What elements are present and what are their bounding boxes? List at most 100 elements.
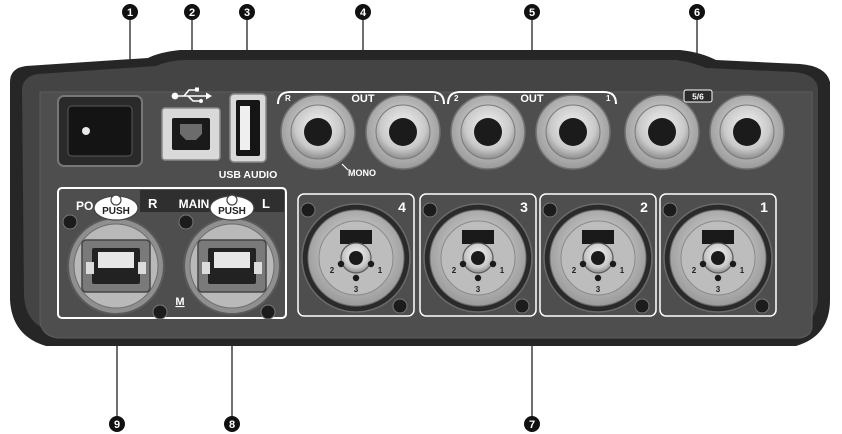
xlr-pin-3-label: 3 bbox=[716, 285, 721, 294]
callout-number: 3 bbox=[244, 7, 250, 19]
combo-latch-slot bbox=[582, 230, 614, 244]
ethercon-port-main[interactable] bbox=[183, 217, 281, 315]
combo-input-4[interactable]: 2 1 3 4 bbox=[297, 193, 415, 317]
combo-channel-label: 2 bbox=[640, 199, 648, 215]
combo-latch-slot bbox=[340, 230, 372, 244]
xlr-pin-1-label: 1 bbox=[620, 266, 625, 275]
combo-frame bbox=[419, 193, 537, 317]
callout-5: 5 bbox=[524, 4, 540, 20]
screw-icon bbox=[300, 202, 316, 218]
push-left-label: PUSH bbox=[102, 206, 130, 217]
screw-icon bbox=[514, 298, 530, 314]
screw-icon bbox=[542, 202, 558, 218]
combo-frame bbox=[539, 193, 657, 317]
xlr-pin-1-label: 1 bbox=[500, 266, 505, 275]
xlr-pin-hole bbox=[474, 274, 482, 282]
xlr-pin-2-label: 2 bbox=[452, 266, 457, 275]
push-tab-right[interactable] bbox=[209, 194, 255, 221]
callout-number: 5 bbox=[529, 7, 535, 19]
usb-audio-label: USB AUDIO bbox=[219, 169, 278, 181]
xlr-pin-2-label: 2 bbox=[572, 266, 577, 275]
power-label: PO bbox=[76, 199, 93, 213]
callout-number: 4 bbox=[360, 7, 367, 19]
screw-icon bbox=[634, 298, 650, 314]
quarter-inch-jack-out-l[interactable] bbox=[365, 94, 441, 170]
screw-icon bbox=[392, 298, 408, 314]
callout-number: 2 bbox=[189, 7, 195, 19]
quarter-inch-jack-5[interactable] bbox=[624, 94, 700, 170]
callout-7: 7 bbox=[524, 416, 540, 432]
out-rl-r-label: R bbox=[285, 94, 291, 103]
quarter-inch-jack-out-1[interactable] bbox=[535, 94, 611, 170]
out-group-21 bbox=[447, 91, 617, 105]
push-tab-left[interactable] bbox=[93, 194, 139, 221]
push-right-label: PUSH bbox=[218, 206, 246, 217]
out-group-rl bbox=[277, 91, 445, 105]
combo-frame bbox=[659, 193, 777, 317]
callout-number: 7 bbox=[529, 419, 535, 431]
callout-circle bbox=[224, 416, 240, 432]
screw-icon bbox=[754, 298, 770, 314]
callout-circle bbox=[109, 416, 125, 432]
xlr-pin-hole bbox=[337, 260, 345, 268]
quarter-inch-jack-out-r[interactable] bbox=[280, 94, 356, 170]
combo-channel-label: 1 bbox=[760, 199, 768, 215]
xlr-pin-1-label: 1 bbox=[378, 266, 383, 275]
callout-3: 3 bbox=[239, 4, 255, 20]
combo-latch-slot bbox=[462, 230, 494, 244]
xlr-pin-hole bbox=[489, 260, 497, 268]
callout-6: 6 bbox=[689, 4, 705, 20]
out-rl-label: OUT bbox=[351, 93, 375, 105]
callout-circle bbox=[524, 416, 540, 432]
callout-number: 8 bbox=[229, 419, 235, 431]
callout-circle bbox=[122, 4, 138, 20]
mono-label: MONO bbox=[348, 168, 376, 178]
xlr-pin-hole bbox=[714, 274, 722, 282]
usb-b-port[interactable] bbox=[161, 107, 221, 161]
aux-56-label: 5/6 bbox=[692, 92, 704, 102]
quarter-inch-jack-6[interactable] bbox=[709, 94, 785, 170]
xlr-pin-2-label: 2 bbox=[330, 266, 335, 275]
combo-input-1[interactable]: 2 1 3 1 bbox=[659, 193, 777, 317]
aux-56-badge bbox=[683, 89, 713, 103]
screw-icon bbox=[662, 202, 678, 218]
xlr-pin-hole bbox=[352, 274, 360, 282]
combo-trs-hole bbox=[711, 251, 725, 265]
xlr-pin-hole bbox=[699, 260, 707, 268]
callout-circle bbox=[689, 4, 705, 20]
main-r-label: R bbox=[148, 196, 158, 211]
power-switch[interactable] bbox=[57, 95, 143, 167]
m-mark-label: M bbox=[175, 296, 184, 308]
main-label: MAIN bbox=[179, 197, 210, 211]
out-21-2-label: 2 bbox=[454, 94, 459, 103]
callout-circle bbox=[355, 4, 371, 20]
usb-a-port[interactable] bbox=[229, 93, 267, 163]
screw-icons-ethercon bbox=[62, 214, 276, 320]
xlr-pin-3-label: 3 bbox=[476, 285, 481, 294]
quarter-inch-jack-out-2[interactable] bbox=[450, 94, 526, 170]
combo-trs-hole bbox=[591, 251, 605, 265]
xlr-pin-2-label: 2 bbox=[692, 266, 697, 275]
callout-circle bbox=[524, 4, 540, 20]
callout-4: 4 bbox=[355, 4, 371, 20]
callout-number: 6 bbox=[694, 7, 700, 19]
ethercon-port-power[interactable] bbox=[67, 217, 165, 315]
xlr-pin-hole bbox=[609, 260, 617, 268]
mono-pointer bbox=[341, 163, 349, 171]
xlr-pin-hole bbox=[367, 260, 375, 268]
combo-channel-label: 4 bbox=[398, 199, 406, 215]
callout-circle bbox=[239, 4, 255, 20]
callout-2: 2 bbox=[184, 4, 200, 20]
xlr-pin-3-label: 3 bbox=[354, 285, 359, 294]
out-21-1-label: 1 bbox=[606, 94, 611, 103]
callout-number: 9 bbox=[114, 419, 120, 431]
xlr-pin-1-label: 1 bbox=[740, 266, 745, 275]
out-rl-l-label: L bbox=[434, 94, 439, 103]
callout-9: 9 bbox=[109, 416, 125, 432]
combo-frame bbox=[297, 193, 415, 317]
callout-number: 1 bbox=[127, 7, 133, 19]
xlr-pin-hole bbox=[459, 260, 467, 268]
usb-symbol-icon bbox=[171, 87, 212, 103]
